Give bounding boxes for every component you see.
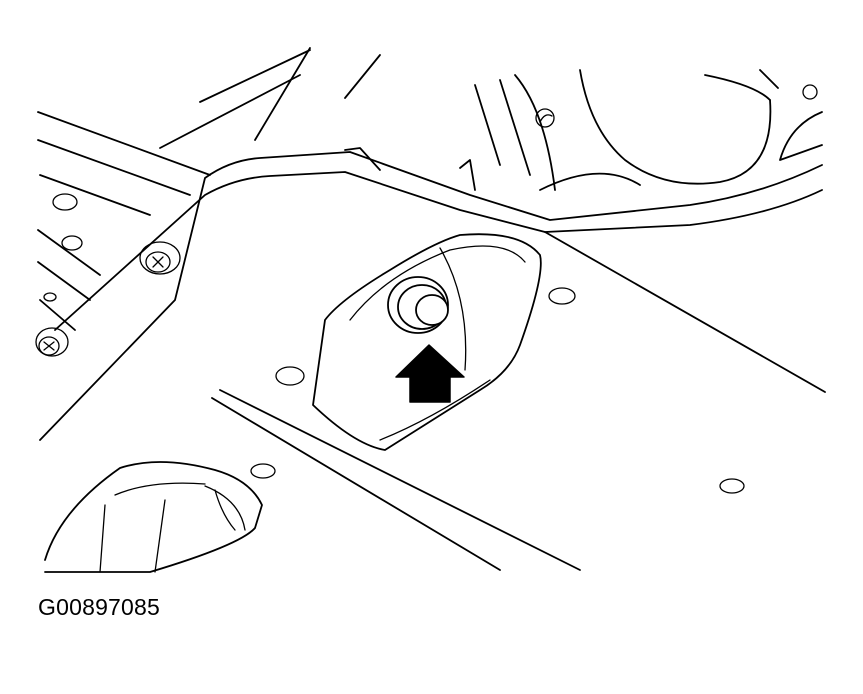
left-bolts	[35, 241, 181, 357]
lower-left-component	[44, 461, 263, 573]
upper-right-housing	[474, 69, 823, 191]
center-plug-boss	[312, 233, 542, 451]
figure-id-label: G00897085	[38, 594, 161, 620]
up-arrow-icon	[395, 344, 465, 403]
drain-plug	[387, 276, 449, 334]
upper-left-frame-rails	[37, 47, 381, 331]
crossmember-panel	[39, 147, 826, 571]
mounting-holes	[43, 193, 745, 494]
